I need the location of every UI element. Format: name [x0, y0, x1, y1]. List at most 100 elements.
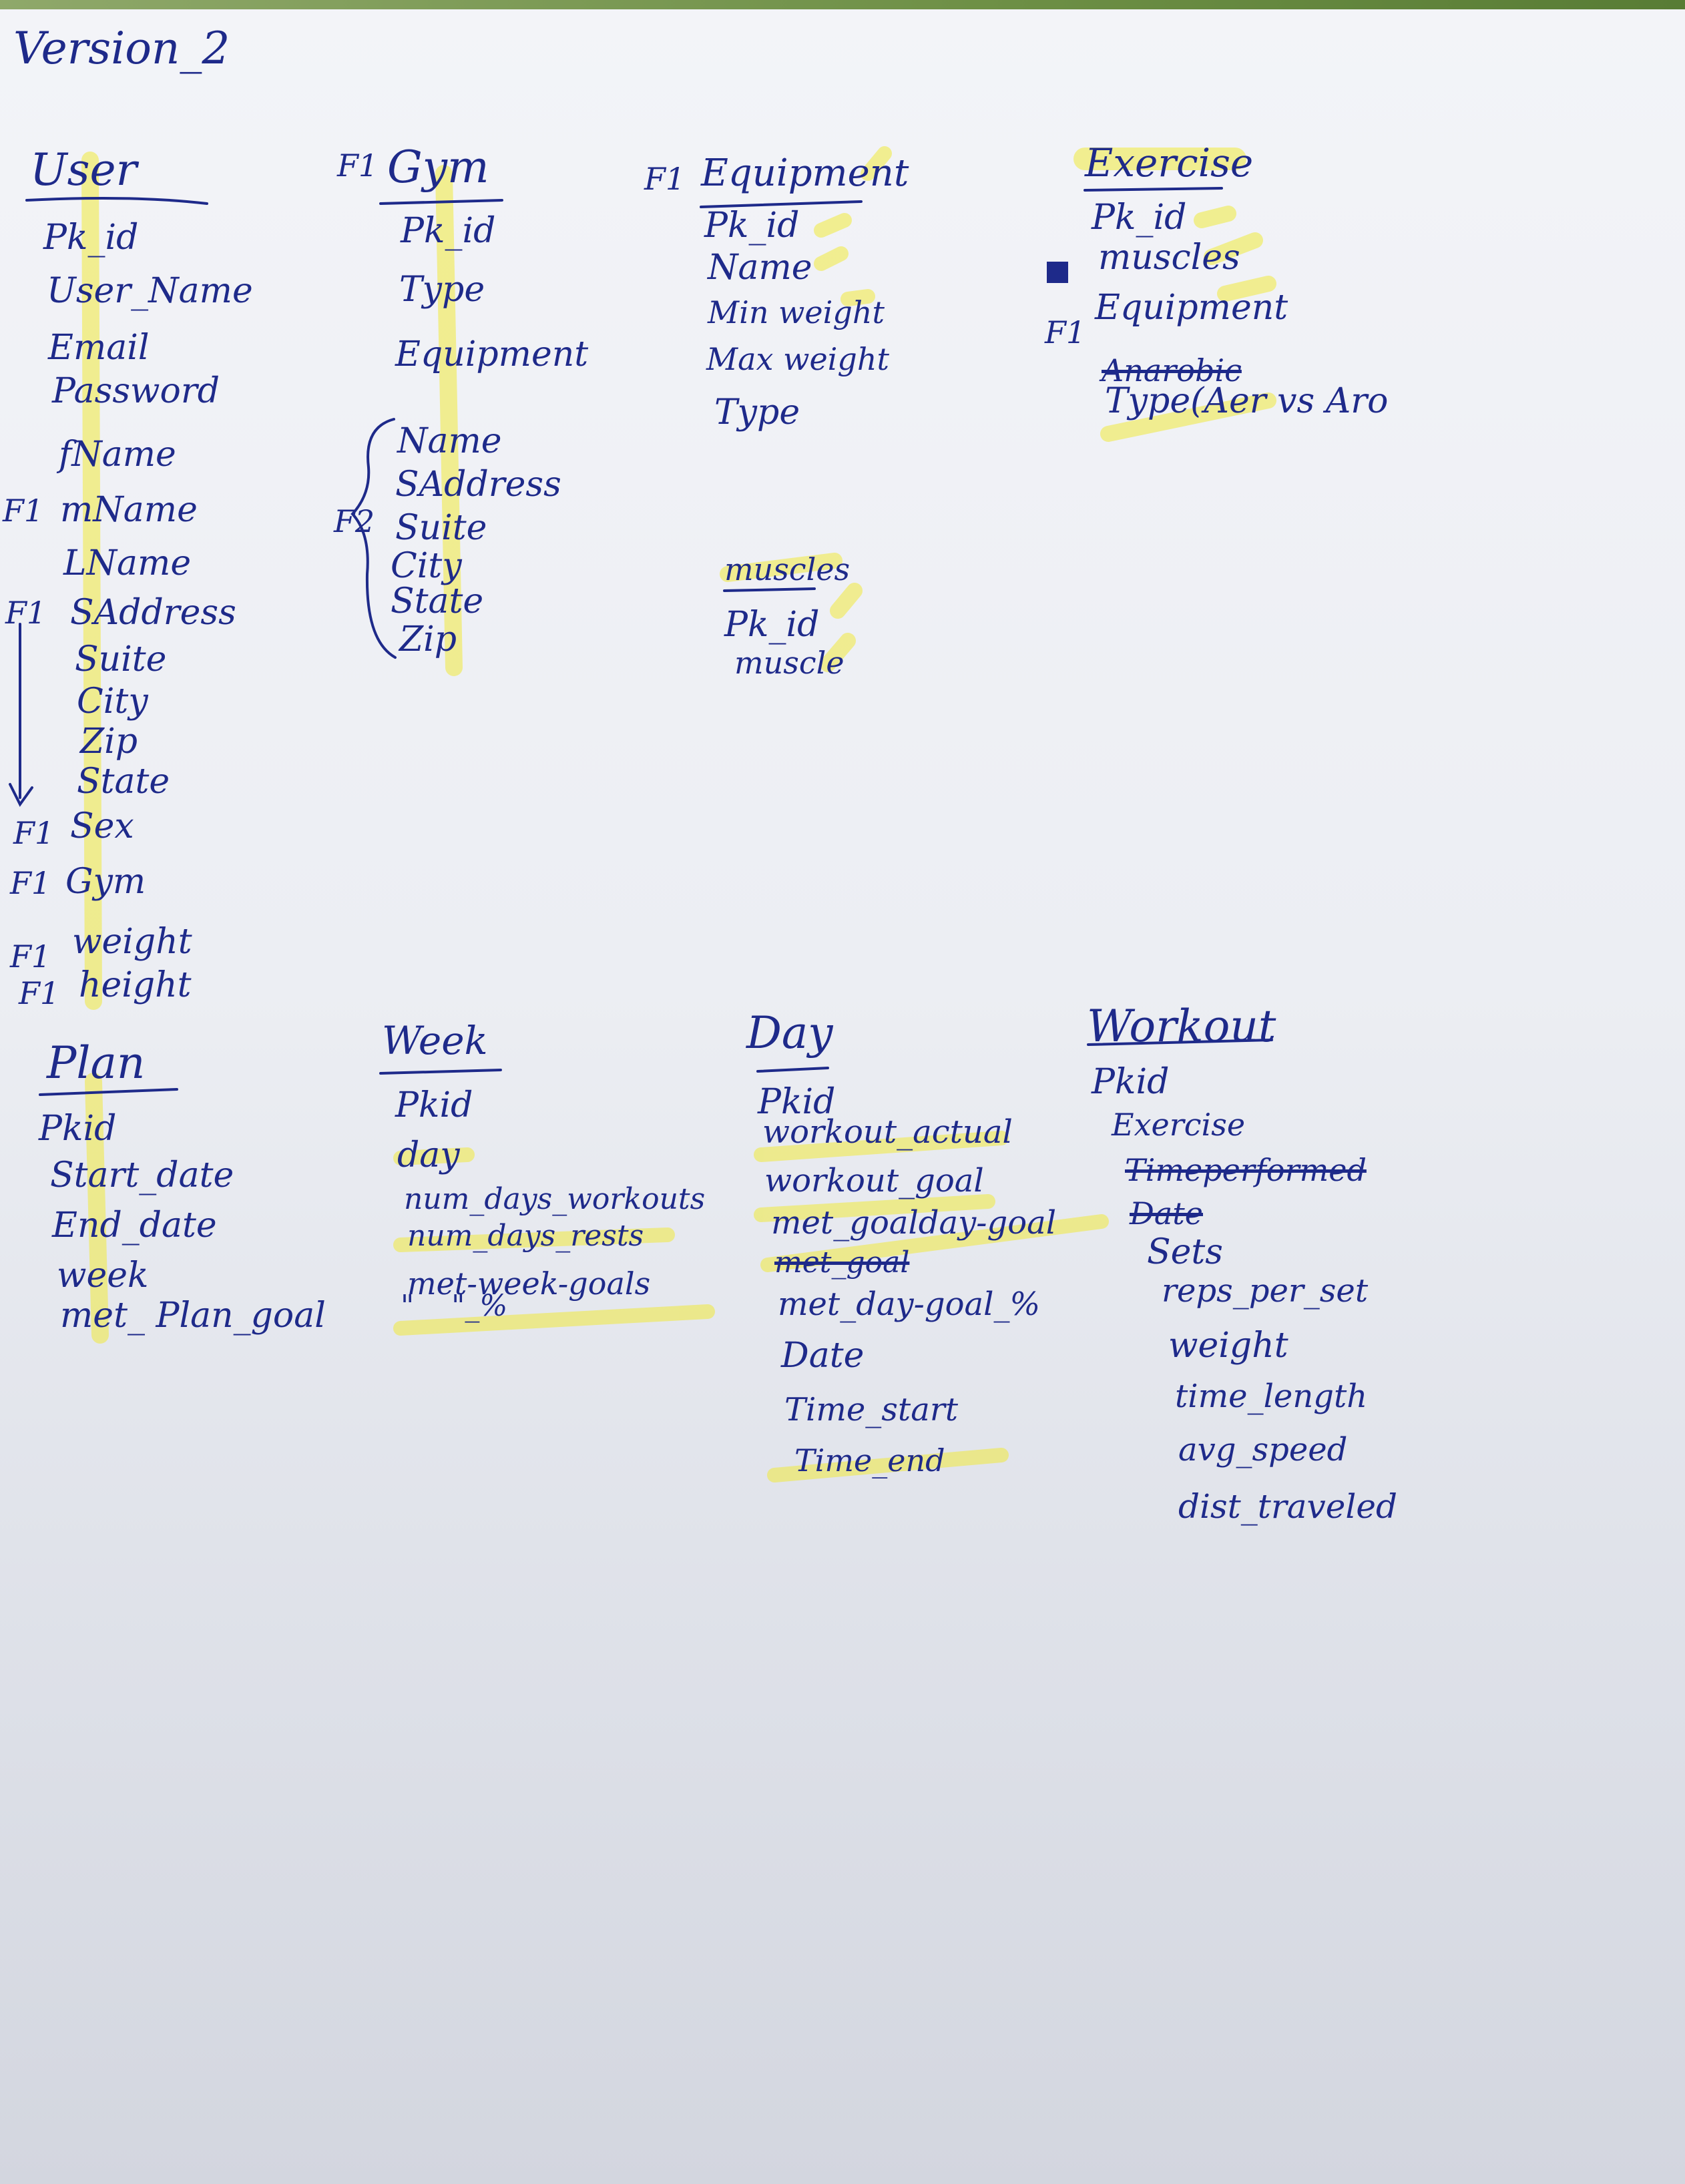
entity-title-user: User [30, 144, 138, 196]
fk-tag: F1 [13, 815, 55, 851]
day-field: Time_start [784, 1391, 959, 1428]
workout-field: reps_per_set [1162, 1272, 1369, 1310]
workout-field: Pkid [1092, 1062, 1170, 1102]
user-field: Sex [70, 806, 134, 846]
underline-muscles [723, 587, 816, 592]
day-field-struck: met_goal [774, 1246, 910, 1280]
exercise-field: muscles [1098, 238, 1240, 278]
fk-tag: F1 [3, 493, 44, 529]
user-field: State [77, 762, 170, 802]
highlight-muscles [720, 553, 863, 672]
highlight-equipment-checks [814, 146, 892, 306]
gym-field: Equipment [395, 334, 589, 374]
entity-title-exercise: Exercise [1085, 140, 1254, 186]
day-field: workout_goal [764, 1162, 984, 1199]
equipment-field: Type [714, 392, 800, 433]
gym-field: Name [397, 421, 502, 461]
entity-title-plan: Plan [47, 1037, 146, 1089]
highlight-plan-column [85, 1073, 109, 1344]
fk-tag: F1 [19, 975, 60, 1011]
underline-equipment [700, 200, 863, 208]
highlight-week-rows [393, 1147, 715, 1336]
box-bullet-muscles [1047, 262, 1068, 283]
gym-field: Suite [395, 508, 487, 548]
user-field: weight [72, 922, 192, 962]
entity-title-equipment: Equipment [701, 152, 909, 195]
green-edge [0, 0, 1685, 9]
user-field: Pk_id [43, 218, 139, 258]
fk-tag: F1 [10, 865, 51, 901]
gym-field: Type [399, 270, 485, 310]
plan-field: Pkid [39, 1109, 117, 1149]
user-field: Zip [80, 722, 138, 762]
plan-field: week [57, 1256, 149, 1296]
week-field: " "_% [401, 1289, 508, 1323]
workout-field: Sets [1147, 1232, 1223, 1272]
workout-field: dist_traveled [1178, 1487, 1397, 1526]
plan-field: End_date [52, 1205, 217, 1246]
workout-field-struck: Timeperformed [1125, 1152, 1367, 1188]
user-field: SAddress [70, 593, 236, 633]
fk-tag: F2 [334, 503, 375, 539]
highlight-exercise-checks [1100, 206, 1276, 442]
gym-field: State [391, 581, 484, 621]
user-field: Gym [65, 862, 146, 902]
version-label: Version_2 [13, 23, 230, 74]
highlight-day-rows [754, 1131, 1109, 1482]
user-field: mName [60, 490, 198, 530]
day-field: met_day-goal_% [778, 1286, 1041, 1323]
user-field: fName [59, 435, 176, 475]
user-field: LName [63, 543, 192, 583]
gym-field: SAddress [395, 465, 561, 505]
user-field: Password [52, 371, 220, 411]
entity-title-day: Day [746, 1007, 833, 1059]
fk-tag: F1 [337, 148, 379, 184]
day-field: Date [781, 1336, 865, 1376]
fk-tag: F1 [5, 595, 47, 631]
fk-tag: F1 [10, 938, 51, 975]
week-field: num_days_workouts [404, 1182, 706, 1216]
equipment-field: Pk_id [704, 206, 800, 246]
brace-gym [350, 418, 397, 659]
underline-day [756, 1067, 829, 1073]
day-field: Time_end [794, 1442, 945, 1478]
arrow-user-address [9, 623, 33, 807]
plan-field: met_ Plan_goal [60, 1296, 326, 1336]
workout-field-struck: Date [1130, 1195, 1204, 1232]
week-field: met-week-goals [407, 1266, 651, 1302]
muscles-field: Pk_id [724, 605, 820, 645]
exercise-field-struck: Anarobic [1102, 352, 1242, 388]
underline-exercise [1084, 187, 1223, 192]
equipment-field: Min weight [708, 294, 885, 330]
entity-title-gym: Gym [387, 142, 489, 193]
exercise-field: Equipment [1095, 288, 1288, 328]
user-field: height [79, 965, 192, 1005]
plan-field: Start_date [50, 1155, 234, 1195]
underline-gym [379, 199, 503, 205]
workout-field: avg_speed [1178, 1431, 1348, 1468]
user-field: Email [48, 328, 150, 368]
underline-user [25, 196, 208, 205]
day-field: met_goalday-goal [771, 1204, 1057, 1242]
entity-title-week: Week [382, 1018, 488, 1063]
exercise-field: Pk_id [1092, 198, 1187, 238]
day-field: workout_actual [762, 1113, 1013, 1151]
gym-field: City [391, 546, 462, 586]
user-field: User_Name [47, 271, 253, 311]
day-field: Pkid [758, 1082, 836, 1122]
workout-field: weight [1168, 1326, 1288, 1366]
underline-week [379, 1069, 502, 1075]
equipment-field: Name [708, 248, 812, 288]
gym-field: Pk_id [401, 211, 496, 251]
workout-field: Exercise [1112, 1107, 1246, 1143]
entity-title-muscles: muscles [724, 551, 851, 587]
underline-workout [1087, 1039, 1273, 1046]
highlight-user-column [81, 152, 102, 1010]
week-field: num_days_rests [407, 1219, 644, 1253]
underline-plan [39, 1088, 178, 1096]
fk-tag: F1 [1045, 314, 1086, 350]
week-field: Pkid [395, 1085, 473, 1125]
exercise-field: Type(Aer vs Aro [1105, 381, 1389, 421]
